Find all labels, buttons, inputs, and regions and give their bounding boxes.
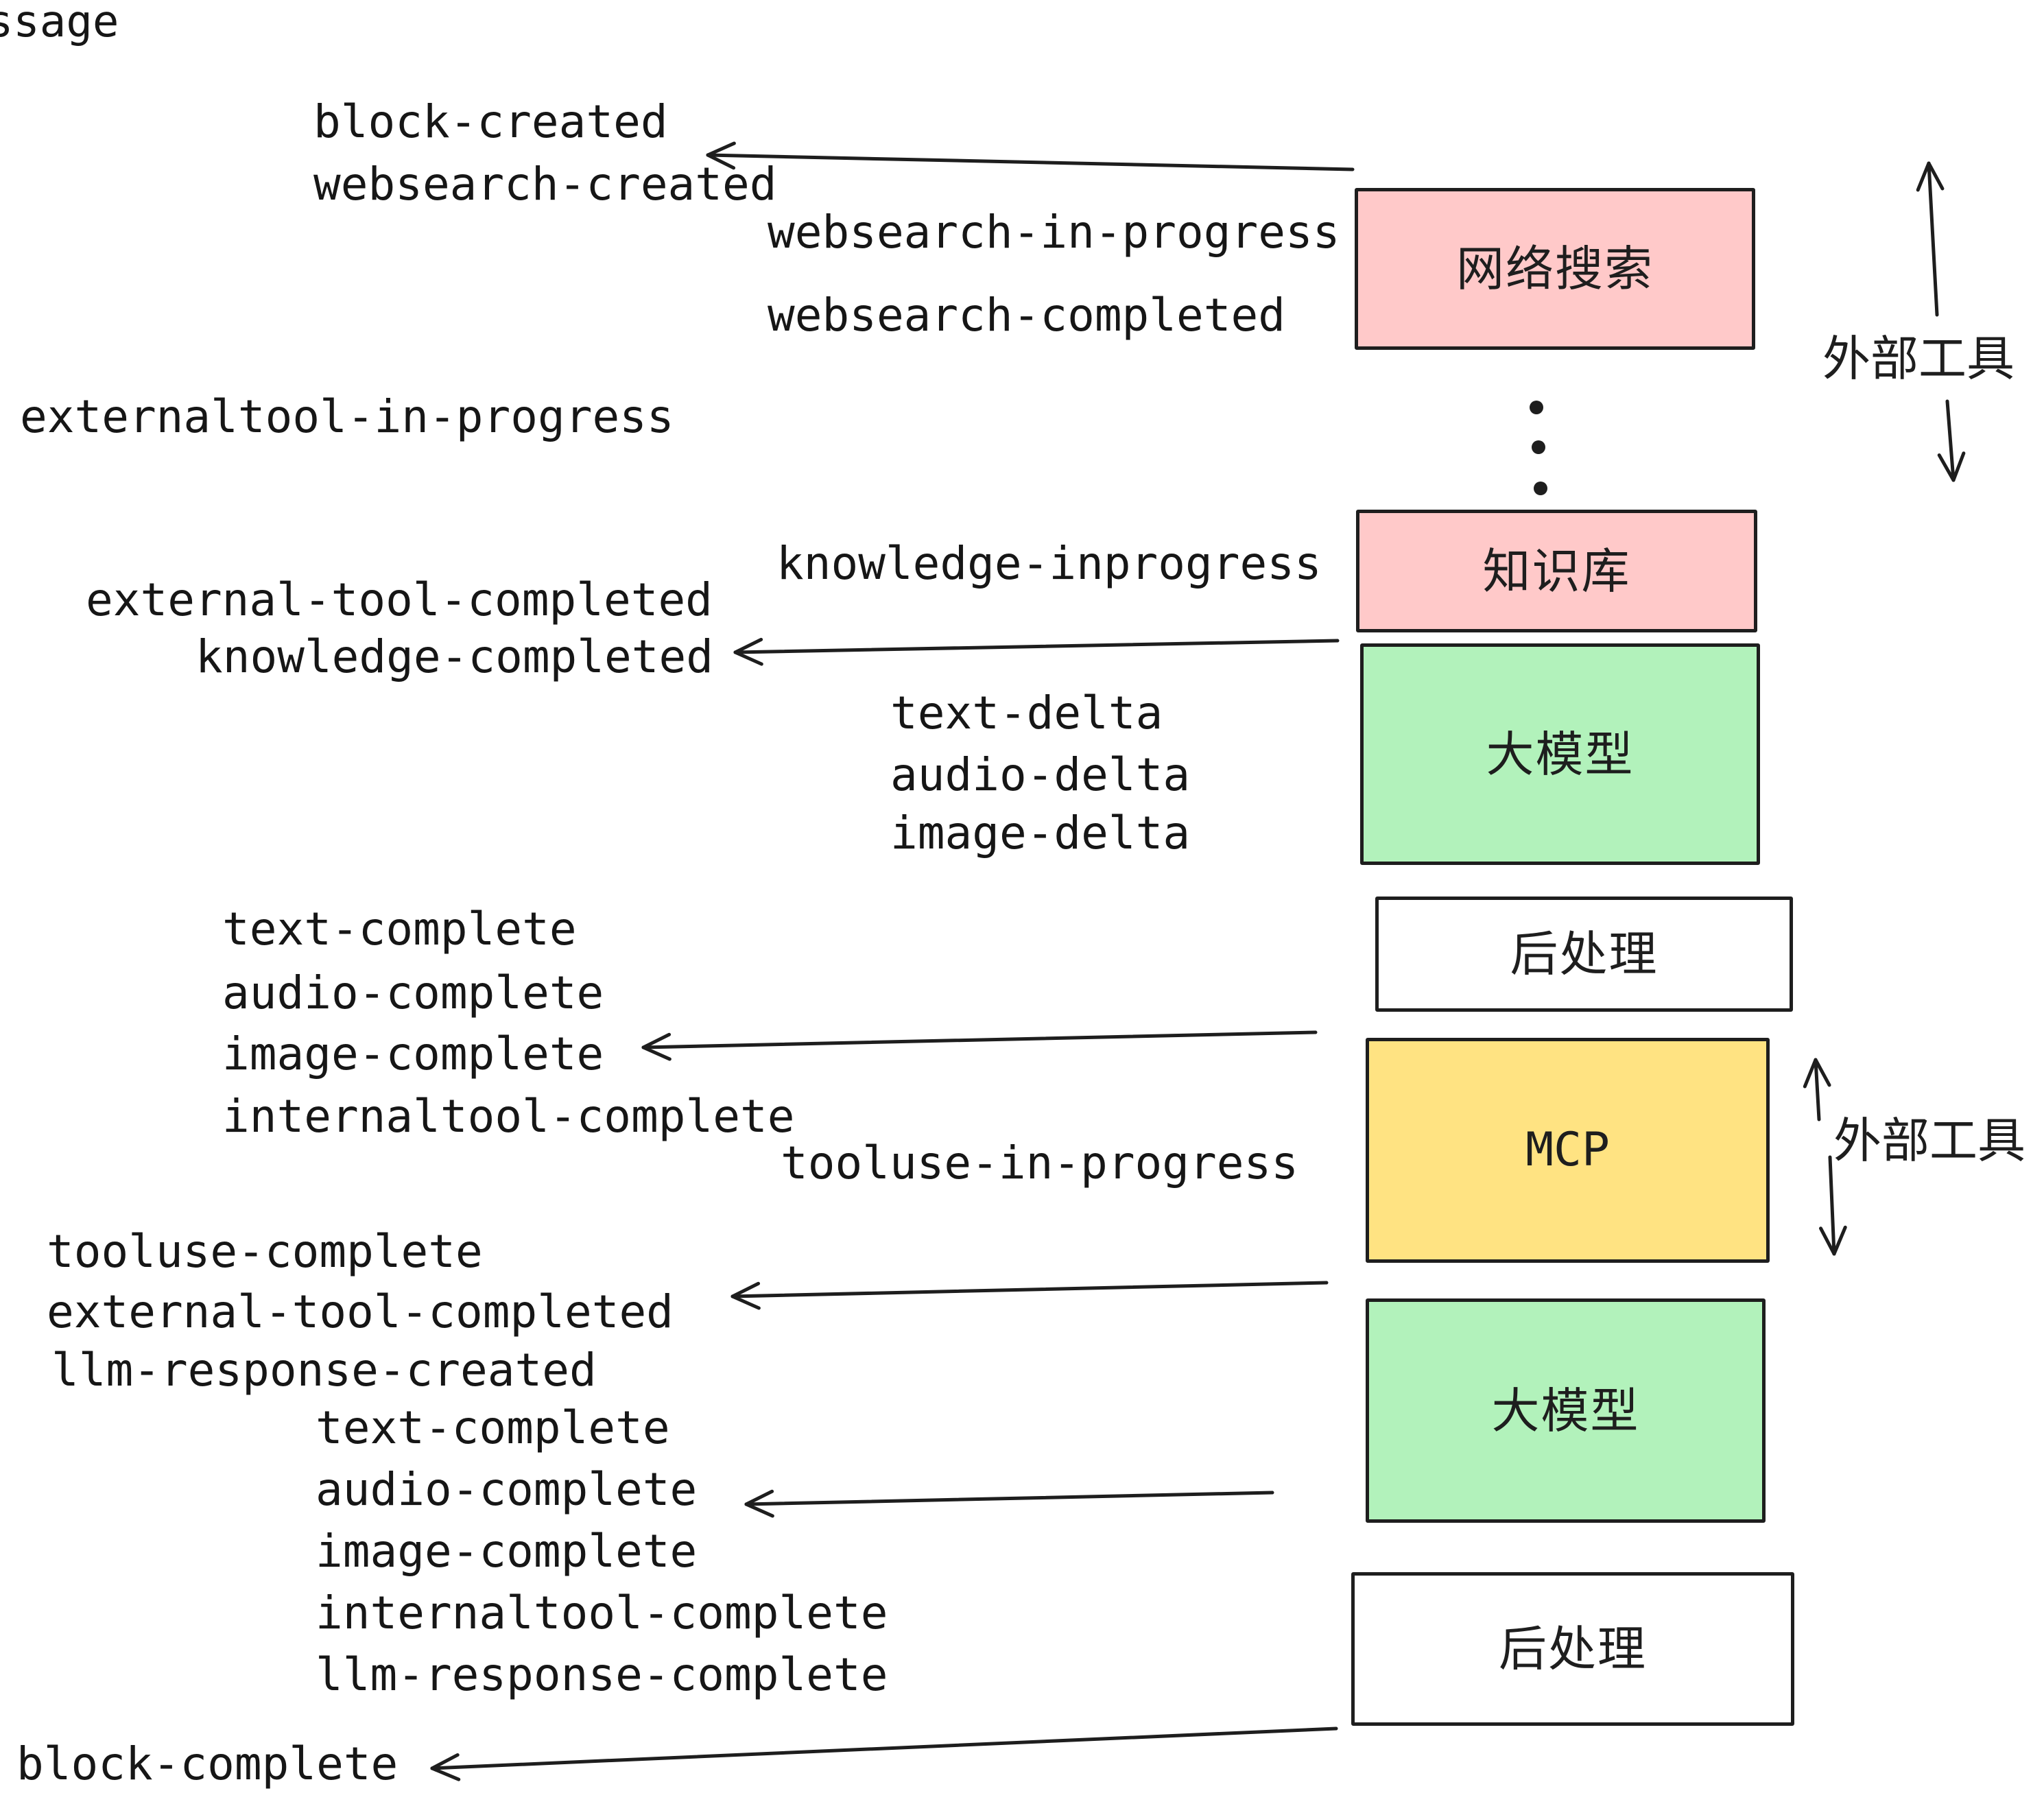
- event-label: tooluse-in-progress: [781, 1137, 1298, 1189]
- external-tools-range-arrow-1-0: [1803, 1058, 1831, 1121]
- event-label: image-complete: [222, 1028, 604, 1080]
- ellipsis-dot: [1532, 440, 1545, 454]
- ellipsis-dot: [1534, 482, 1547, 495]
- ellipsis-dot: [1530, 401, 1543, 414]
- event-label: llm-response-created: [51, 1344, 597, 1397]
- event-label: tooluse-complete: [47, 1225, 483, 1278]
- external-tools-range-arrow-0-0: [1916, 161, 1945, 317]
- event-label: audio-complete: [222, 966, 604, 1019]
- flow-arrow-2: [641, 1030, 1318, 1061]
- event-label: external-tool-completed: [47, 1285, 674, 1338]
- event-label: websearch-in-progress: [768, 206, 1340, 259]
- flow-box-2: 大模型: [1360, 643, 1760, 865]
- event-label: internaltool-complete: [222, 1090, 795, 1143]
- external-tools-range-arrow-0-1: [1937, 399, 1966, 482]
- page-title: A Message: [0, 0, 119, 47]
- flow-box-label: 大模型: [1486, 727, 1635, 781]
- event-label: external-tool-completed: [86, 573, 713, 626]
- event-label: text-delta: [890, 687, 1163, 739]
- event-label: websearch-completed: [768, 289, 1285, 342]
- event-label: text-complete: [222, 903, 577, 956]
- event-label: block-complete: [16, 1737, 399, 1790]
- event-label: audio-complete: [316, 1463, 698, 1516]
- event-label: block-created: [313, 95, 668, 148]
- flow-box-1: 知识库: [1356, 510, 1757, 632]
- flow-arrow-1: [733, 637, 1340, 666]
- event-label: image-delta: [890, 807, 1191, 859]
- flow-arrow-3: [730, 1281, 1329, 1310]
- event-label: websearch-created: [313, 158, 777, 211]
- flow-box-3: 后处理: [1375, 897, 1793, 1012]
- external-tools-range-arrow-1-1: [1819, 1155, 1847, 1256]
- event-label: externaltool-in-progress: [20, 390, 674, 443]
- flow-box-mcp: MCP: [1366, 1038, 1770, 1263]
- flow-arrow-0: [706, 141, 1355, 171]
- flow-box-5: 大模型: [1366, 1298, 1766, 1523]
- event-label: audio-delta: [890, 748, 1191, 801]
- event-label: text-complete: [316, 1401, 670, 1454]
- event-label: image-complete: [316, 1525, 698, 1578]
- flow-arrow-5: [430, 1726, 1338, 1781]
- flow-box-label: 后处理: [1510, 927, 1659, 981]
- flow-box-label: MCP: [1525, 1123, 1610, 1177]
- flow-box-label: 网络搜索: [1456, 242, 1654, 296]
- event-label: knowledge-inprogress: [776, 537, 1322, 590]
- flow-box-label: 大模型: [1491, 1384, 1640, 1438]
- flow-box-label: 后处理: [1499, 1622, 1647, 1676]
- event-label: knowledge-completed: [195, 630, 713, 683]
- flow-box-label: 知识库: [1482, 544, 1631, 598]
- event-label: llm-response-complete: [316, 1648, 888, 1701]
- flow-arrow-4: [744, 1489, 1274, 1518]
- flow-box-0: 网络搜索: [1355, 188, 1755, 350]
- flow-box-6: 后处理: [1351, 1572, 1794, 1726]
- external-tools-label: 外部工具: [1822, 332, 2015, 385]
- external-tools-label: 外部工具: [1833, 1114, 2025, 1167]
- event-label: internaltool-complete: [316, 1587, 888, 1639]
